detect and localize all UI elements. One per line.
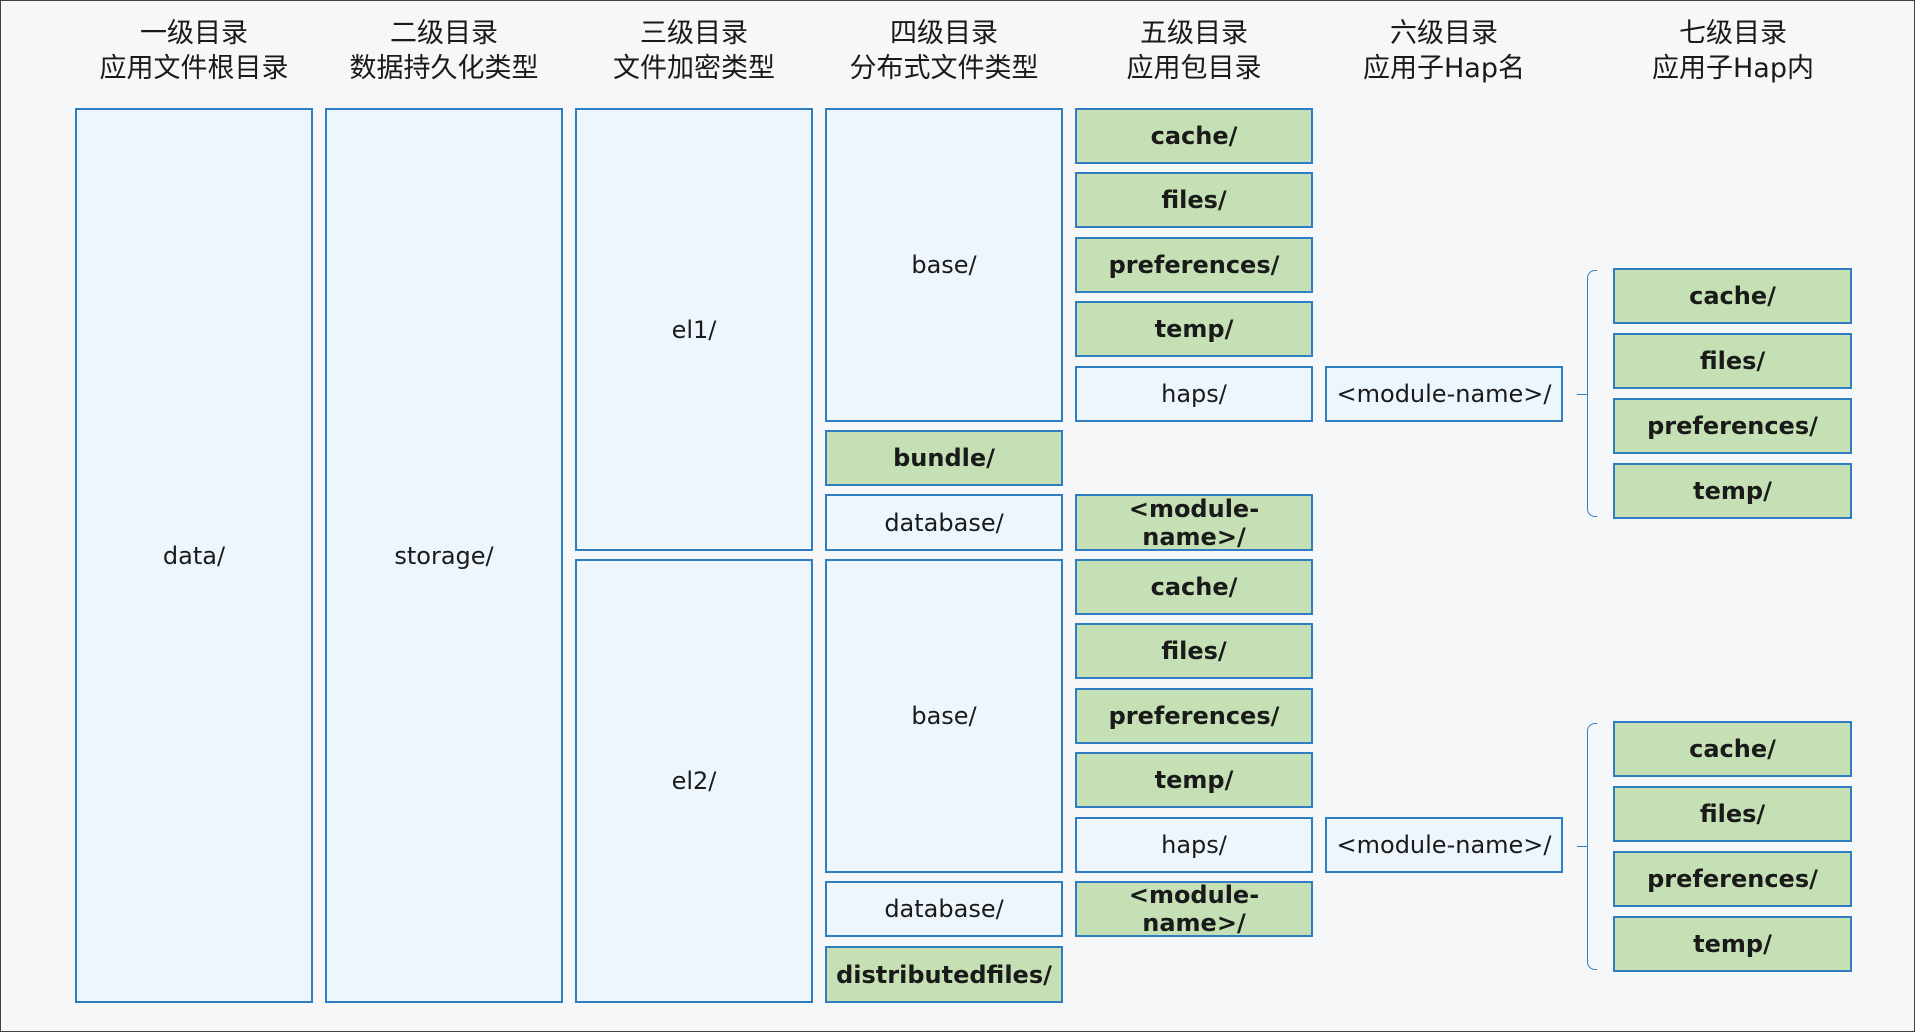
header-level-7-title: 七级目录 — [1679, 18, 1787, 49]
bracket-el2-module-tip — [1577, 846, 1587, 847]
header-level-6: 六级目录 应用子Hap名 — [1324, 16, 1564, 86]
header-level-5-title: 五级目录 — [1140, 18, 1248, 49]
node-el1: el1/ — [575, 108, 813, 551]
header-level-6-subtitle: 应用子Hap名 — [1363, 53, 1525, 84]
node-el2-haps-module: <module-name>/ — [1325, 817, 1563, 873]
header-level-1: 一级目录 应用文件根目录 — [74, 16, 314, 86]
node-el2-database-module: <module-name>/ — [1075, 881, 1313, 937]
header-level-3: 三级目录 文件加密类型 — [574, 16, 814, 86]
node-el1-base-preferences: preferences/ — [1075, 237, 1313, 293]
header-level-2-title: 二级目录 — [390, 18, 498, 49]
node-el2: el2/ — [575, 559, 813, 1003]
node-el1-hap-preferences: preferences/ — [1613, 398, 1852, 454]
node-el1-hap-cache: cache/ — [1613, 268, 1852, 324]
node-el2-base-preferences: preferences/ — [1075, 688, 1313, 744]
header-level-5: 五级目录 应用包目录 — [1074, 16, 1314, 86]
node-el2-base: base/ — [825, 559, 1063, 873]
header-level-1-title: 一级目录 — [140, 18, 248, 49]
header-level-5-subtitle: 应用包目录 — [1126, 53, 1262, 84]
node-el1-hap-temp: temp/ — [1613, 463, 1852, 519]
node-el1-database-module: <module-name>/ — [1075, 494, 1313, 551]
node-el1-database: database/ — [825, 494, 1063, 551]
header-level-6-title: 六级目录 — [1390, 18, 1498, 49]
node-el2-base-cache: cache/ — [1075, 559, 1313, 615]
node-storage: storage/ — [325, 108, 563, 1003]
node-el2-hap-preferences: preferences/ — [1613, 851, 1852, 907]
bracket-el1-module — [1587, 270, 1597, 517]
header-level-3-subtitle: 文件加密类型 — [613, 53, 775, 84]
header-level-2: 二级目录 数据持久化类型 — [324, 16, 564, 86]
node-el1-hap-files: files/ — [1613, 333, 1852, 389]
header-level-3-title: 三级目录 — [640, 18, 748, 49]
header-level-7-subtitle: 应用子Hap内 — [1652, 53, 1814, 84]
bracket-el2-module — [1587, 723, 1597, 970]
node-el2-distributedfiles: distributedfiles/ — [825, 946, 1063, 1003]
node-el1-base-temp: temp/ — [1075, 301, 1313, 357]
node-el1-base: base/ — [825, 108, 1063, 422]
node-el2-base-haps: haps/ — [1075, 817, 1313, 873]
node-el1-haps-module: <module-name>/ — [1325, 366, 1563, 422]
header-level-4-subtitle: 分布式文件类型 — [849, 53, 1039, 84]
node-el2-hap-temp: temp/ — [1613, 916, 1852, 972]
node-el2-base-files: files/ — [1075, 623, 1313, 679]
node-el2-base-temp: temp/ — [1075, 752, 1313, 808]
header-level-4: 四级目录 分布式文件类型 — [824, 16, 1064, 86]
header-level-7: 七级目录 应用子Hap内 — [1613, 16, 1853, 86]
node-el1-bundle: bundle/ — [825, 430, 1063, 486]
node-el1-base-haps: haps/ — [1075, 366, 1313, 422]
node-el1-base-files: files/ — [1075, 172, 1313, 228]
node-el2-database: database/ — [825, 881, 1063, 937]
header-level-4-title: 四级目录 — [890, 18, 998, 49]
node-el2-hap-cache: cache/ — [1613, 721, 1852, 777]
header-level-2-subtitle: 数据持久化类型 — [349, 53, 539, 84]
bracket-el1-module-tip — [1577, 394, 1587, 395]
header-level-1-subtitle: 应用文件根目录 — [99, 53, 289, 84]
node-el1-base-cache: cache/ — [1075, 108, 1313, 164]
node-data: data/ — [75, 108, 313, 1003]
node-el2-hap-files: files/ — [1613, 786, 1852, 842]
